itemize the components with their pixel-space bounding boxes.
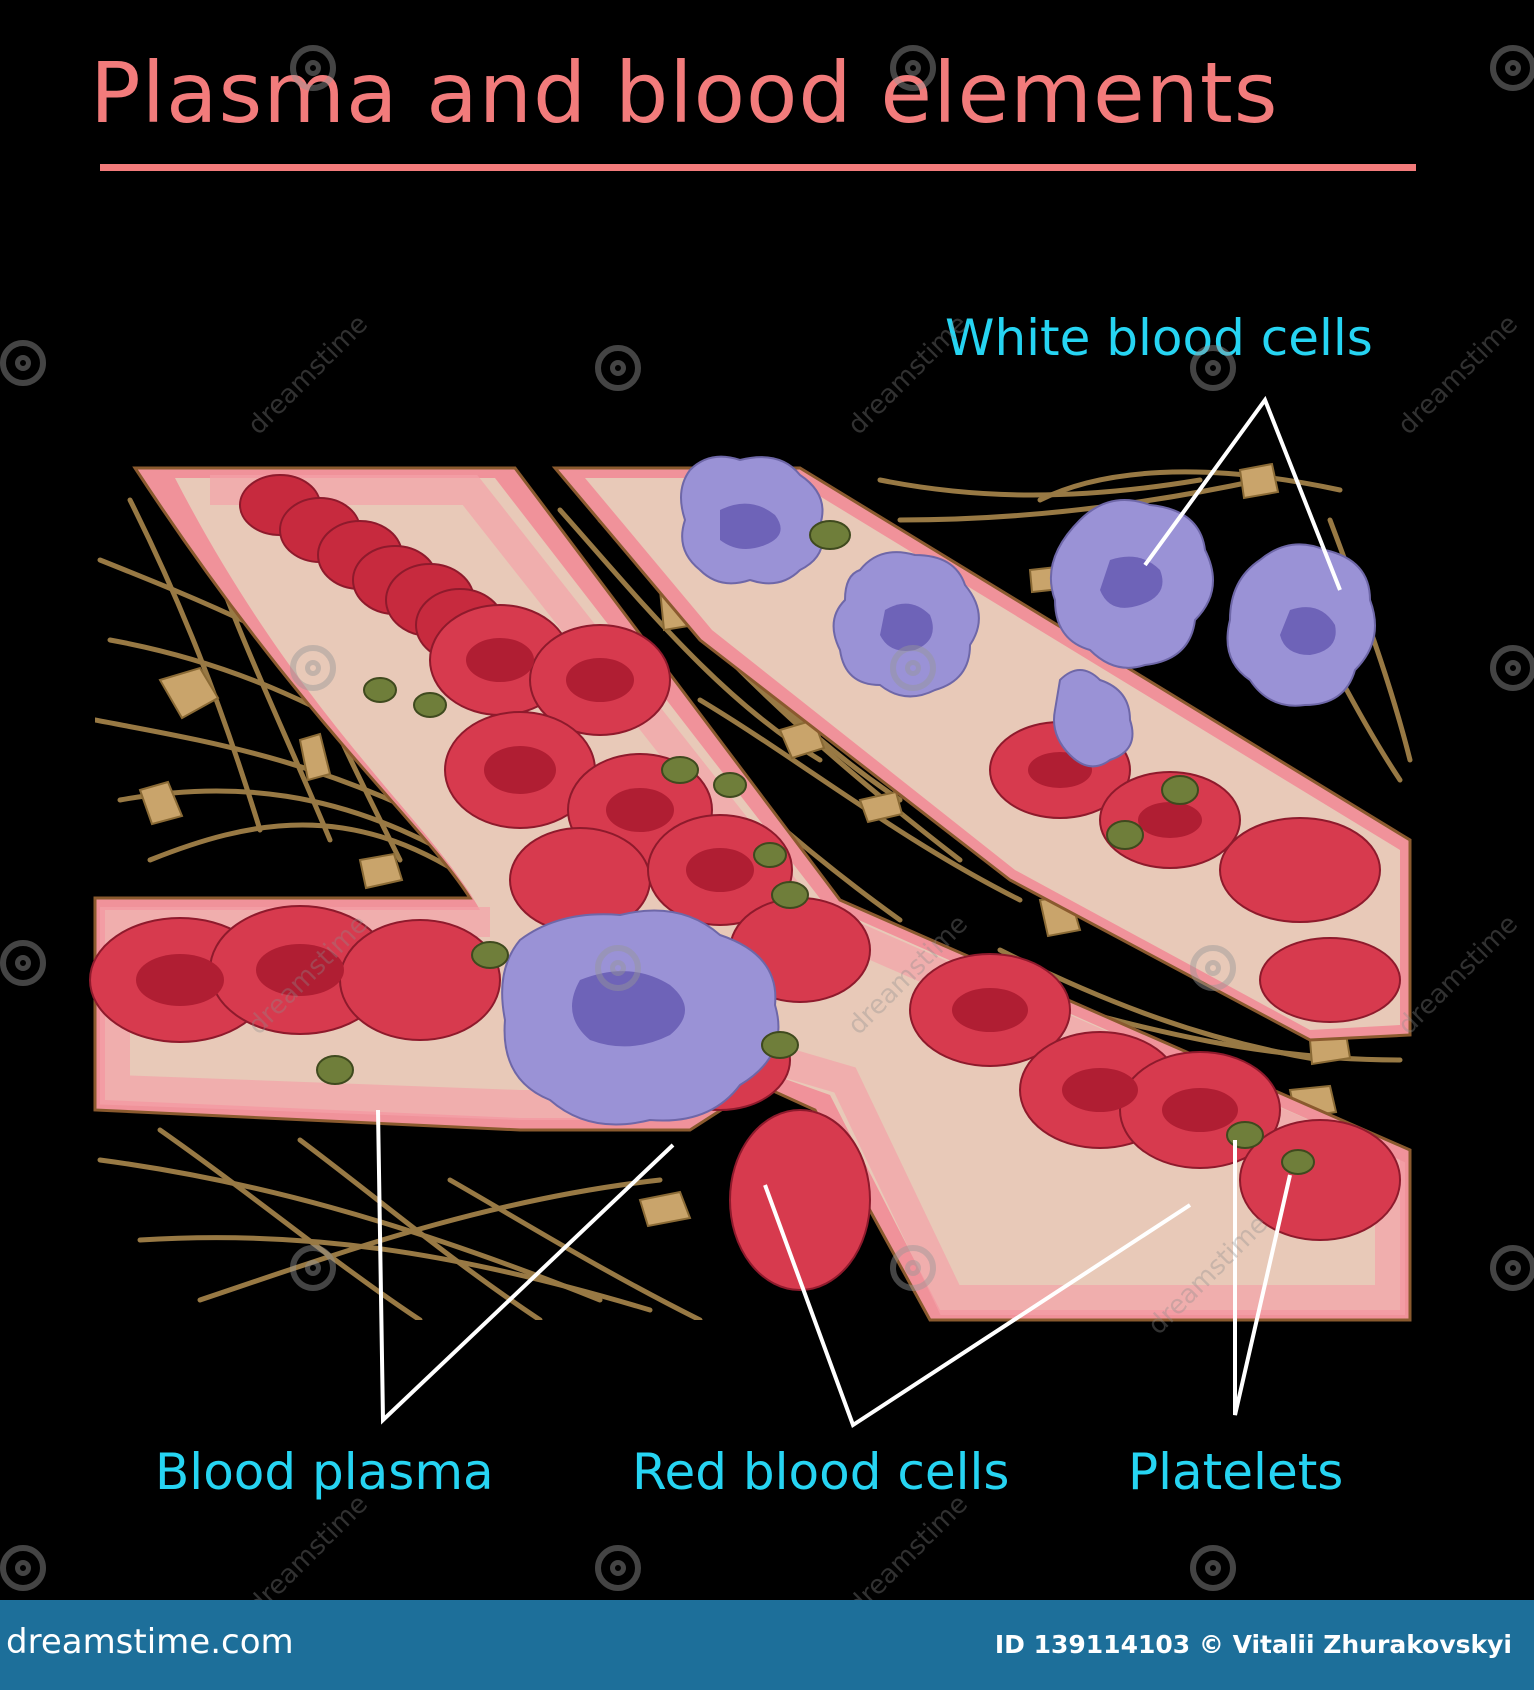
blood-vessel-illustration	[89, 395, 1413, 1429]
leader-red-blood-cells	[763, 1184, 1192, 1429]
leader-white-blood-cells	[1143, 395, 1342, 591]
watermark-logo-icon	[1190, 1545, 1236, 1591]
watermark-logo-icon	[290, 45, 336, 91]
footer-bar: dreamstime.com ID 139114103 © Vitalii Zh…	[0, 1600, 1534, 1690]
label-platelets: Platelets	[1128, 1443, 1344, 1501]
watermark-logo-icon	[595, 945, 641, 991]
leader-blood-plasma	[376, 1109, 675, 1425]
watermark-logo-icon	[890, 45, 936, 91]
watermark-logo-icon	[890, 645, 936, 691]
watermark-logo-icon	[290, 1245, 336, 1291]
page-title: Plasma and blood elements	[90, 44, 1279, 142]
watermark-logo-icon	[1190, 345, 1236, 391]
diagram-canvas: Plasma and blood elements	[0, 44, 1534, 1600]
label-blood-plasma: Blood plasma	[155, 1443, 494, 1501]
footer-credit: ID 139114103 © Vitalii Zhurakovskyi	[994, 1630, 1512, 1659]
footer-brand[interactable]: dreamstime.com	[6, 1622, 294, 1662]
watermark-logo-icon	[0, 1545, 46, 1591]
tissue-cells	[138, 462, 1352, 1228]
watermark-logo-icon	[0, 940, 46, 986]
watermark-logo-icon	[595, 1545, 641, 1591]
title-underline	[100, 164, 1416, 171]
platelets-group	[316, 520, 1315, 1175]
watermark-logo-icon	[1490, 1245, 1534, 1291]
watermark-logo-icon	[1490, 645, 1534, 691]
label-leader-lines	[376, 395, 1342, 1429]
watermark-logo-icon	[595, 345, 641, 391]
leader-platelets	[1233, 1140, 1292, 1416]
watermark-logo-icon	[890, 1245, 936, 1291]
watermark-logo-icon	[290, 645, 336, 691]
watermark-logo-icon	[0, 340, 46, 386]
plasma-lumen-right	[585, 478, 1400, 1030]
watermark-logo-icon	[1190, 945, 1236, 991]
label-red-blood-cells: Red blood cells	[632, 1443, 1010, 1501]
red-blood-cells	[89, 474, 1401, 1291]
label-white-blood-cells: White blood cells	[945, 309, 1373, 367]
watermark-logo-icon	[1490, 45, 1534, 91]
